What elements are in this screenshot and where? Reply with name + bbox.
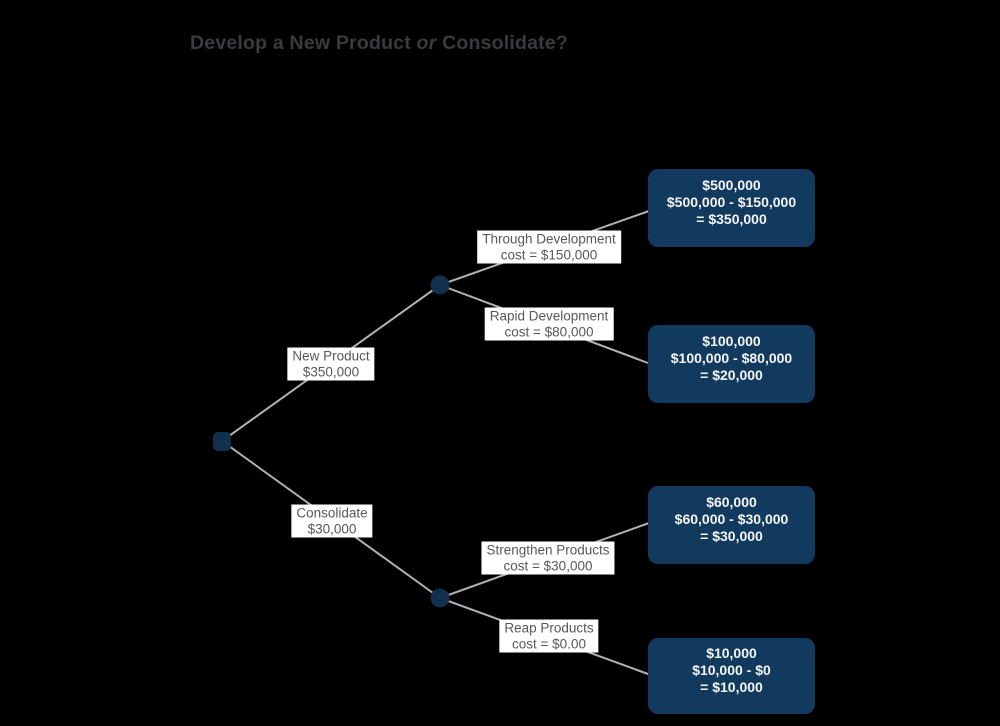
branch-value: cost = $80,000 [504,324,594,339]
branch-name: Reap Products [504,620,594,636]
outcome-payoff: $500,000 [702,176,761,193]
title-part-or: or [416,32,437,54]
branch-label-rapid-development: Rapid Development cost = $80,000 [484,307,614,341]
branch-label-new-product: New Product $350,000 [287,347,375,381]
outcome-payoff: $60,000 [706,493,757,510]
outcome-box-strengthen-products: $60,000 $60,000 - $30,000 = $30,000 [648,486,815,564]
outcome-box-through-development: $500,000 $500,000 - $150,000 = $350,000 [648,169,815,247]
title-part-3: Consolidate? [436,32,568,54]
outcome-box-rapid-development: $100,000 $100,000 - $80,000 = $20,000 [648,325,815,403]
root-decision-node [213,432,231,451]
outcome-net: = $20,000 [700,366,763,383]
branch-label-through-development: Through Development cost = $150,000 [477,230,621,264]
branch-value: cost = $0.00 [512,636,586,651]
outcome-net: = $30,000 [700,527,763,544]
branch-name: Consolidate [296,505,368,521]
branch-value: $30,000 [307,521,357,536]
branch-name: Strengthen Products [486,542,610,558]
branch-name: Through Development [482,231,616,247]
branch-label-strengthen-products: Strengthen Products cost = $30,000 [481,541,615,575]
branch-value: $350,000 [302,364,360,379]
outcome-net: = $10,000 [700,678,763,695]
branch-name: Rapid Development [489,308,609,324]
branch-label-reap-products: Reap Products cost = $0.00 [499,619,599,653]
branch-value: cost = $30,000 [503,558,593,573]
branch-label-consolidate: Consolidate $30,000 [291,504,373,538]
outcome-box-reap-products: $10,000 $10,000 - $0 = $10,000 [648,638,815,714]
outcome-calculation: $10,000 - $0 [692,661,771,678]
outcome-payoff: $100,000 [702,332,761,349]
diagram-title: Develop a New Product or Consolidate? [190,32,568,55]
outcome-payoff: $10,000 [706,644,757,661]
outcome-calculation: $500,000 - $150,000 [666,193,797,210]
outcome-calculation: $60,000 - $30,000 [674,510,789,527]
chance-node-top [430,275,450,295]
outcome-calculation: $100,000 - $80,000 [670,349,793,366]
branch-name: New Product [292,348,370,364]
chance-node-bottom [430,588,450,608]
title-part-1: Develop a New Product [190,32,417,54]
branch-value: cost = $150,000 [500,247,598,262]
outcome-net: = $350,000 [696,210,767,227]
